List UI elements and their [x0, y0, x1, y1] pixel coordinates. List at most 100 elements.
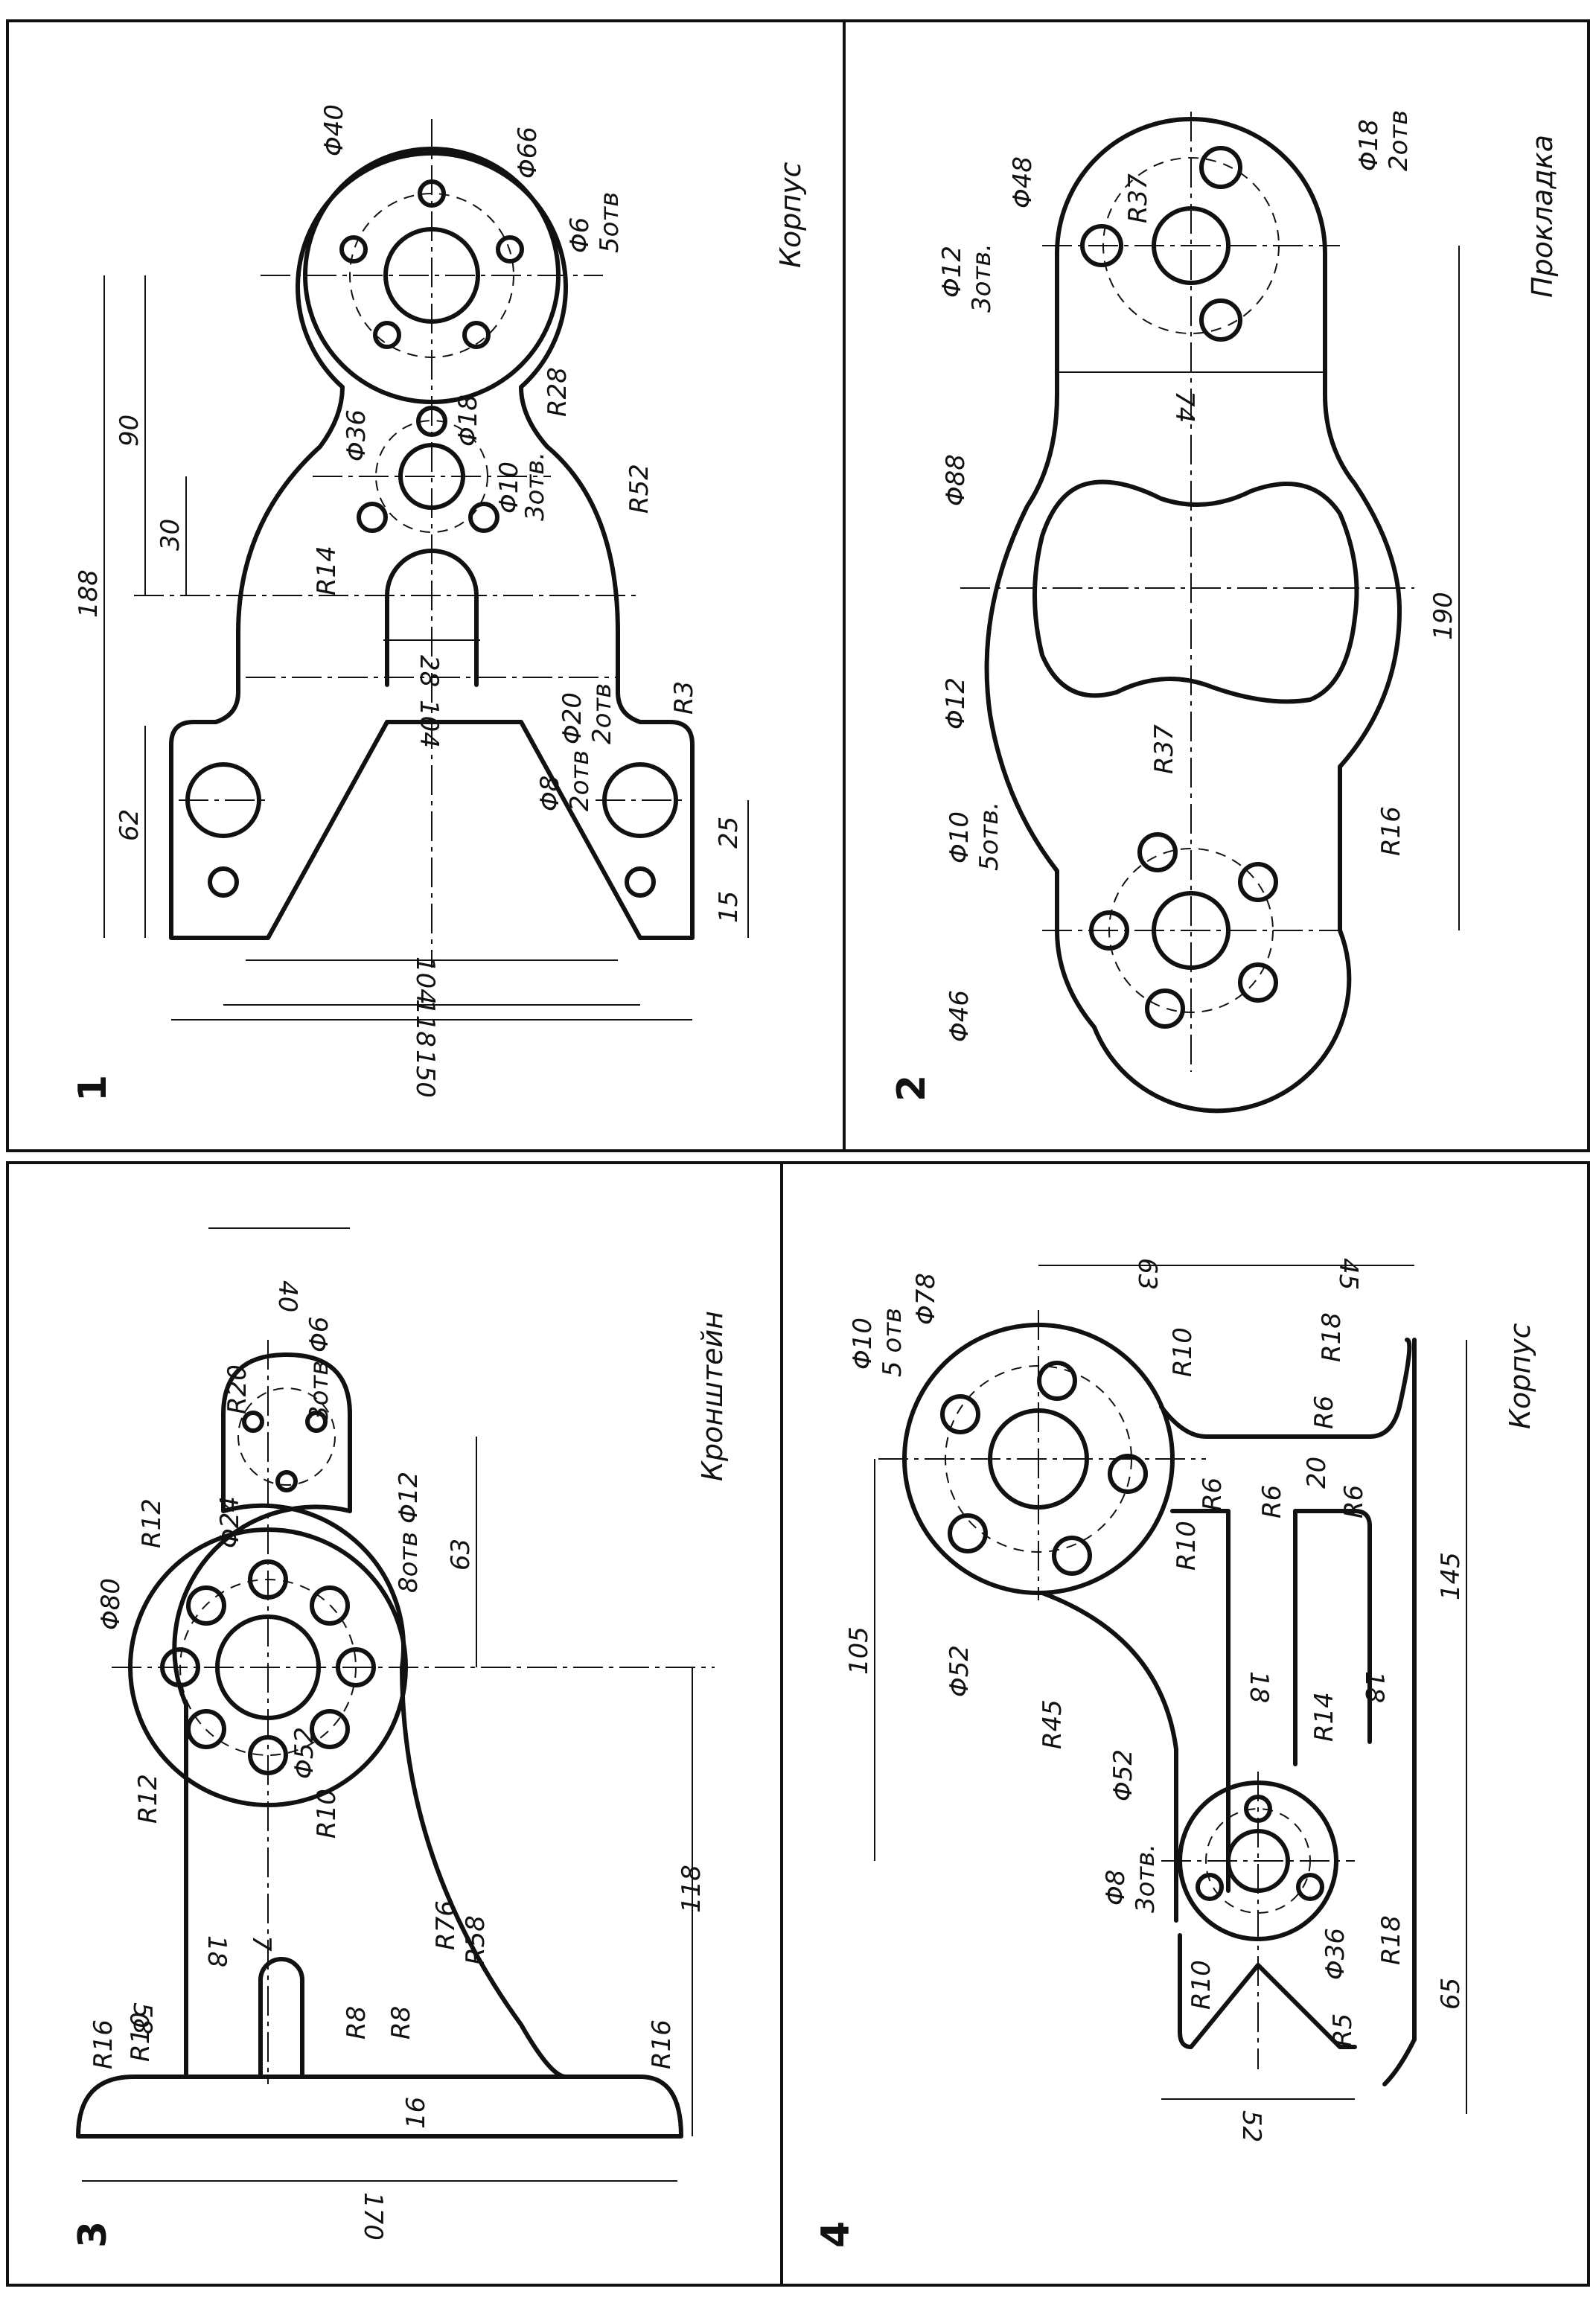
svg-text:Φ52: Φ52 [290, 1727, 319, 1779]
panel-4-upper-arm [1159, 1338, 1412, 1439]
svg-text:74: 74 [1169, 391, 1199, 423]
svg-text:104: 104 [414, 700, 444, 748]
panel-3-drawing [76, 1227, 715, 2182]
svg-text:R6: R6 [1339, 1485, 1369, 1518]
svg-text:52: 52 [1236, 2110, 1266, 2142]
svg-text:R8: R8 [386, 2006, 416, 2040]
svg-text:28: 28 [414, 655, 444, 687]
svg-text:118: 118 [410, 999, 440, 1047]
svg-text:3отв.: 3отв. [520, 452, 550, 521]
panel-3-labels: 40 R20 3отв Φ6 Φ24 R12 Φ80 8отв Φ12 63 R… [89, 1280, 706, 2240]
svg-text:R5: R5 [1328, 2013, 1358, 2047]
svg-text:30: 30 [156, 519, 185, 551]
svg-text:R14: R14 [312, 546, 342, 595]
svg-text:Φ46: Φ46 [945, 990, 974, 1042]
svg-text:Φ80: Φ80 [96, 1578, 126, 1630]
svg-text:R10: R10 [1172, 1521, 1201, 1571]
svg-text:3отв.: 3отв. [1131, 1844, 1161, 1913]
svg-text:Φ10: Φ10 [848, 1318, 878, 1370]
svg-text:7: 7 [246, 1935, 276, 1952]
panel-1-drawing [103, 119, 749, 1021]
svg-text:Φ24: Φ24 [215, 1496, 245, 1548]
svg-text:Φ6: Φ6 [565, 217, 595, 253]
svg-text:Φ36: Φ36 [342, 409, 371, 461]
svg-text:5отв.: 5отв. [974, 802, 1004, 871]
svg-text:25: 25 [714, 817, 744, 849]
svg-text:Φ48: Φ48 [1008, 156, 1038, 208]
panel-3-title: Кронштейн [696, 1311, 729, 1481]
svg-text:150: 150 [410, 1050, 440, 1098]
panel-4-notch [1178, 1933, 1357, 2049]
panel-4-frame [780, 1161, 1590, 2287]
svg-text:R6: R6 [1309, 1396, 1339, 1429]
svg-text:190: 190 [1429, 592, 1458, 640]
panel-1-outline [169, 150, 695, 940]
svg-text:R12: R12 [137, 1498, 167, 1548]
svg-text:R10: R10 [1187, 1960, 1216, 2010]
svg-text:Φ78: Φ78 [911, 1273, 941, 1325]
svg-text:20: 20 [1302, 1457, 1332, 1489]
panel-4-number: 4 [814, 2221, 858, 2248]
panel-4-drawing [874, 1265, 1467, 2114]
svg-text:18: 18 [1244, 1671, 1274, 1703]
svg-text:104: 104 [410, 956, 440, 1005]
svg-text:Φ10: Φ10 [494, 461, 524, 514]
svg-text:2отв: 2отв [1384, 110, 1414, 171]
svg-text:8отв Φ12: 8отв Φ12 [394, 1472, 424, 1593]
svg-text:62: 62 [115, 809, 144, 841]
svg-text:Φ36: Φ36 [1321, 1928, 1350, 1980]
panel-2-drawing [960, 112, 1460, 1114]
svg-text:Φ52: Φ52 [1108, 1749, 1138, 1801]
svg-text:Φ18: Φ18 [453, 395, 483, 447]
panel-3-body [172, 1352, 568, 2079]
svg-text:16: 16 [401, 2097, 431, 2129]
svg-text:R37: R37 [1123, 173, 1153, 223]
panel-2-frame [843, 19, 1590, 1152]
svg-text:R10: R10 [1168, 1327, 1198, 1377]
svg-text:Φ12: Φ12 [941, 677, 971, 729]
svg-text:3отв.: 3отв. [967, 243, 997, 313]
svg-text:R52: R52 [625, 464, 654, 514]
svg-text:R12: R12 [133, 1774, 163, 1824]
svg-text:Φ8: Φ8 [535, 776, 565, 811]
svg-text:R3: R3 [669, 681, 699, 715]
svg-text:Φ40: Φ40 [319, 104, 349, 156]
panel-2-cutout [1032, 479, 1359, 704]
svg-text:15: 15 [714, 891, 744, 923]
svg-text:R6: R6 [1198, 1478, 1228, 1511]
svg-text:R10: R10 [312, 1789, 342, 1839]
svg-text:R37: R37 [1149, 724, 1179, 774]
svg-text:18: 18 [1359, 1671, 1389, 1703]
svg-text:R58: R58 [461, 1915, 491, 1965]
svg-text:R16: R16 [89, 2019, 118, 2069]
svg-text:Φ66: Φ66 [513, 127, 543, 179]
panel-3-base [76, 2075, 683, 2139]
panel-4-labels: Φ10 5 отв Φ78 63 45 R10 R18 R6 R6 20 R6 … [844, 1258, 1466, 2142]
svg-text:R76: R76 [431, 1900, 461, 1950]
svg-text:R16: R16 [647, 2019, 677, 2069]
svg-text:5 отв: 5 отв [878, 1308, 907, 1377]
svg-text:2отв: 2отв [587, 683, 617, 744]
panel-1-title: Корпус [774, 162, 807, 268]
panel-1-labels: Φ40 Φ66 Φ6 5отв R28 Φ36 Φ18 Φ10 3отв. R5… [74, 104, 744, 1098]
svg-text:R45: R45 [1038, 1699, 1067, 1749]
panel-2-title: Прокладка [1526, 135, 1559, 298]
svg-text:5отв: 5отв [595, 192, 625, 253]
panel-2-outline [984, 117, 1402, 1114]
panel-2-labels: Φ48 R37 Φ18 2отв Φ12 3отв. 74 Φ88 190 Φ1… [937, 110, 1458, 1042]
svg-text:R18: R18 [1376, 1915, 1406, 1965]
svg-text:2отв: 2отв [565, 750, 595, 811]
svg-text:R10: R10 [126, 2012, 156, 2062]
svg-text:18: 18 [202, 1935, 232, 1967]
svg-text:Φ52: Φ52 [945, 1645, 974, 1697]
svg-text:105: 105 [844, 1626, 874, 1675]
svg-text:R14: R14 [1309, 1692, 1339, 1742]
svg-text:188: 188 [74, 569, 103, 618]
svg-text:90: 90 [115, 415, 144, 447]
svg-text:Φ10: Φ10 [945, 811, 974, 863]
svg-text:R6: R6 [1257, 1485, 1287, 1518]
panel-3-number: 3 [71, 2221, 115, 2248]
svg-text:118: 118 [677, 1865, 706, 1913]
